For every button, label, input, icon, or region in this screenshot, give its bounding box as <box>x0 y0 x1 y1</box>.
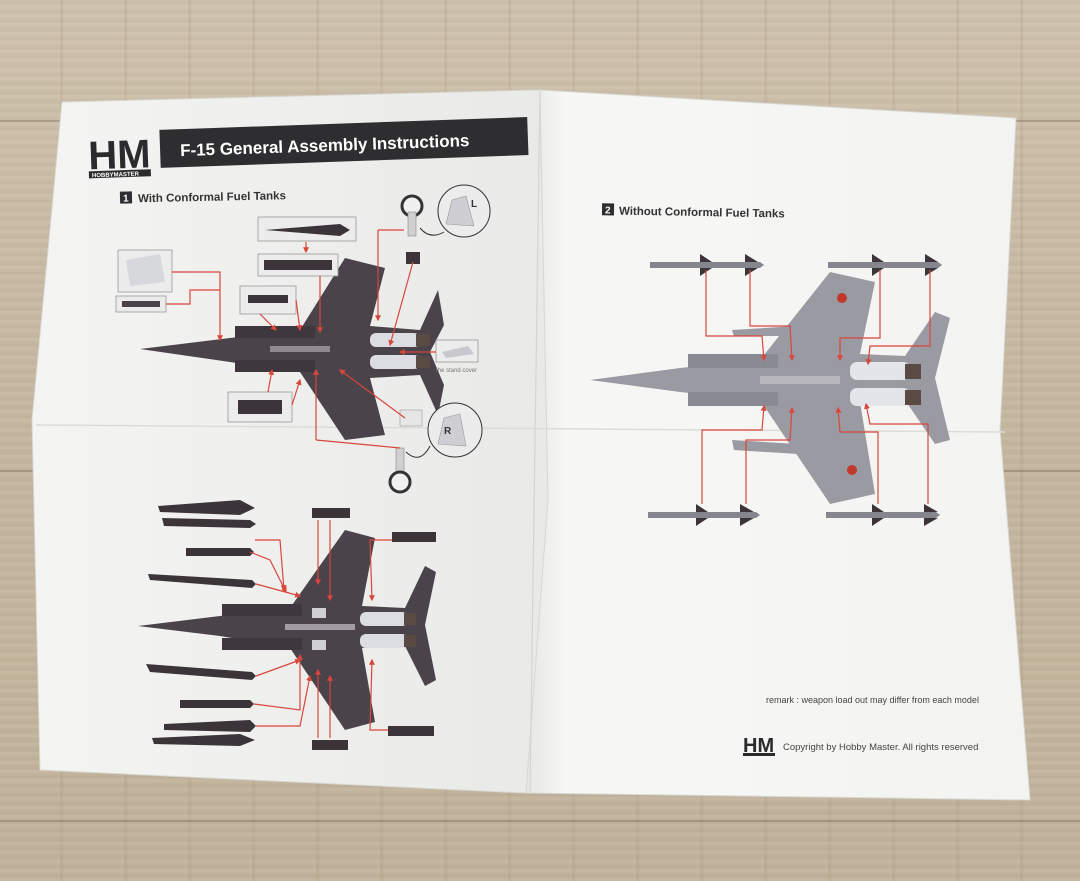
footer-hm-logo-bar <box>743 753 775 756</box>
remark-note: remark : weapon load out may differ from… <box>766 695 979 705</box>
title-bar <box>159 117 529 168</box>
step-2-assembly-arrows <box>701 270 931 504</box>
step-1-parts: the stand cover <box>115 216 479 427</box>
landing-gear-left-callout: L <box>400 184 491 238</box>
step-1-label: With Conformal Fuel Tanks <box>138 190 286 205</box>
step-1-badge <box>119 191 133 204</box>
step-1-number: 1 <box>123 193 129 204</box>
hm-logo-subtext: HOBBYMASTER <box>92 172 140 180</box>
step-2-missiles <box>648 254 942 526</box>
jet-dark-underside-view <box>138 530 436 730</box>
footer-hm-logo: HM <box>743 735 774 757</box>
copyright-notice: Copyright by Hobby Master. All rights re… <box>783 742 978 753</box>
jet-dark-top-view <box>140 258 444 440</box>
landing-gear-right-callout: R <box>388 402 483 494</box>
paper-center-fold <box>529 91 541 793</box>
step-2-badge <box>601 203 615 216</box>
hinomaru-marking <box>837 293 847 303</box>
hm-logo-bar <box>88 169 151 179</box>
gear-right-label: R <box>444 426 452 437</box>
gear-left-label: L <box>471 199 477 210</box>
step-2-label: Without Conformal Fuel Tanks <box>619 206 785 221</box>
plank-seam <box>0 820 1080 822</box>
step-1-assembly-arrows <box>166 229 436 449</box>
step-1-weapons-arrows <box>249 520 392 738</box>
jet-grey-top-view <box>590 272 950 504</box>
hinomaru-marking <box>847 465 857 475</box>
step-1-weapons-parts <box>146 500 436 750</box>
step-2-number: 2 <box>605 205 611 216</box>
stand-cover-caption: the stand cover <box>436 368 477 374</box>
